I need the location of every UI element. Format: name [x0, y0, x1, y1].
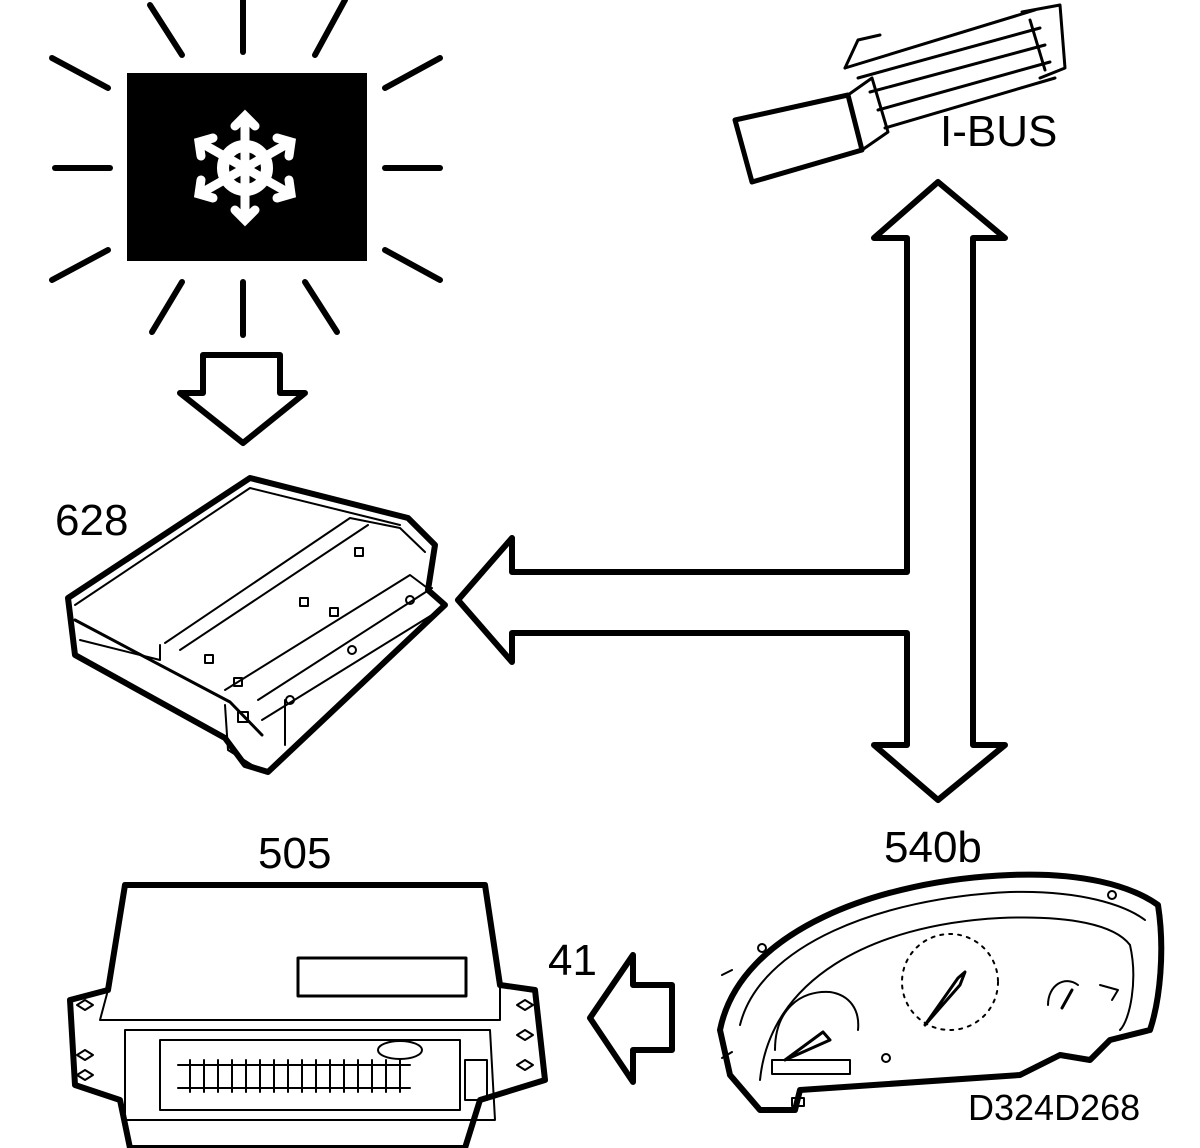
control-module-505-icon	[67, 882, 548, 1148]
ibus-label: I-BUS	[940, 107, 1057, 156]
connector-pins	[177, 1059, 411, 1093]
snowflake-icon	[193, 109, 297, 227]
instrument-cluster-540b-icon	[717, 871, 1165, 1113]
i-bus-connector-icon	[732, 3, 1067, 185]
module-540b-label: 540b	[884, 823, 982, 872]
speedometer-gauge	[901, 933, 999, 1031]
down-arrow-icon	[177, 352, 308, 446]
module-505-label: 505	[258, 829, 331, 878]
module-628-label: 628	[55, 496, 128, 545]
control-module-628-icon	[65, 475, 448, 775]
left-arrow-icon	[587, 952, 675, 1085]
signal-41-label: 41	[548, 936, 597, 985]
lamp-rays	[49, 0, 443, 338]
ibus-bus-arrow	[455, 179, 1008, 803]
figure-code-label: D324D268	[968, 1087, 1140, 1128]
snowflake-warning-lamp-icon	[49, 0, 443, 338]
